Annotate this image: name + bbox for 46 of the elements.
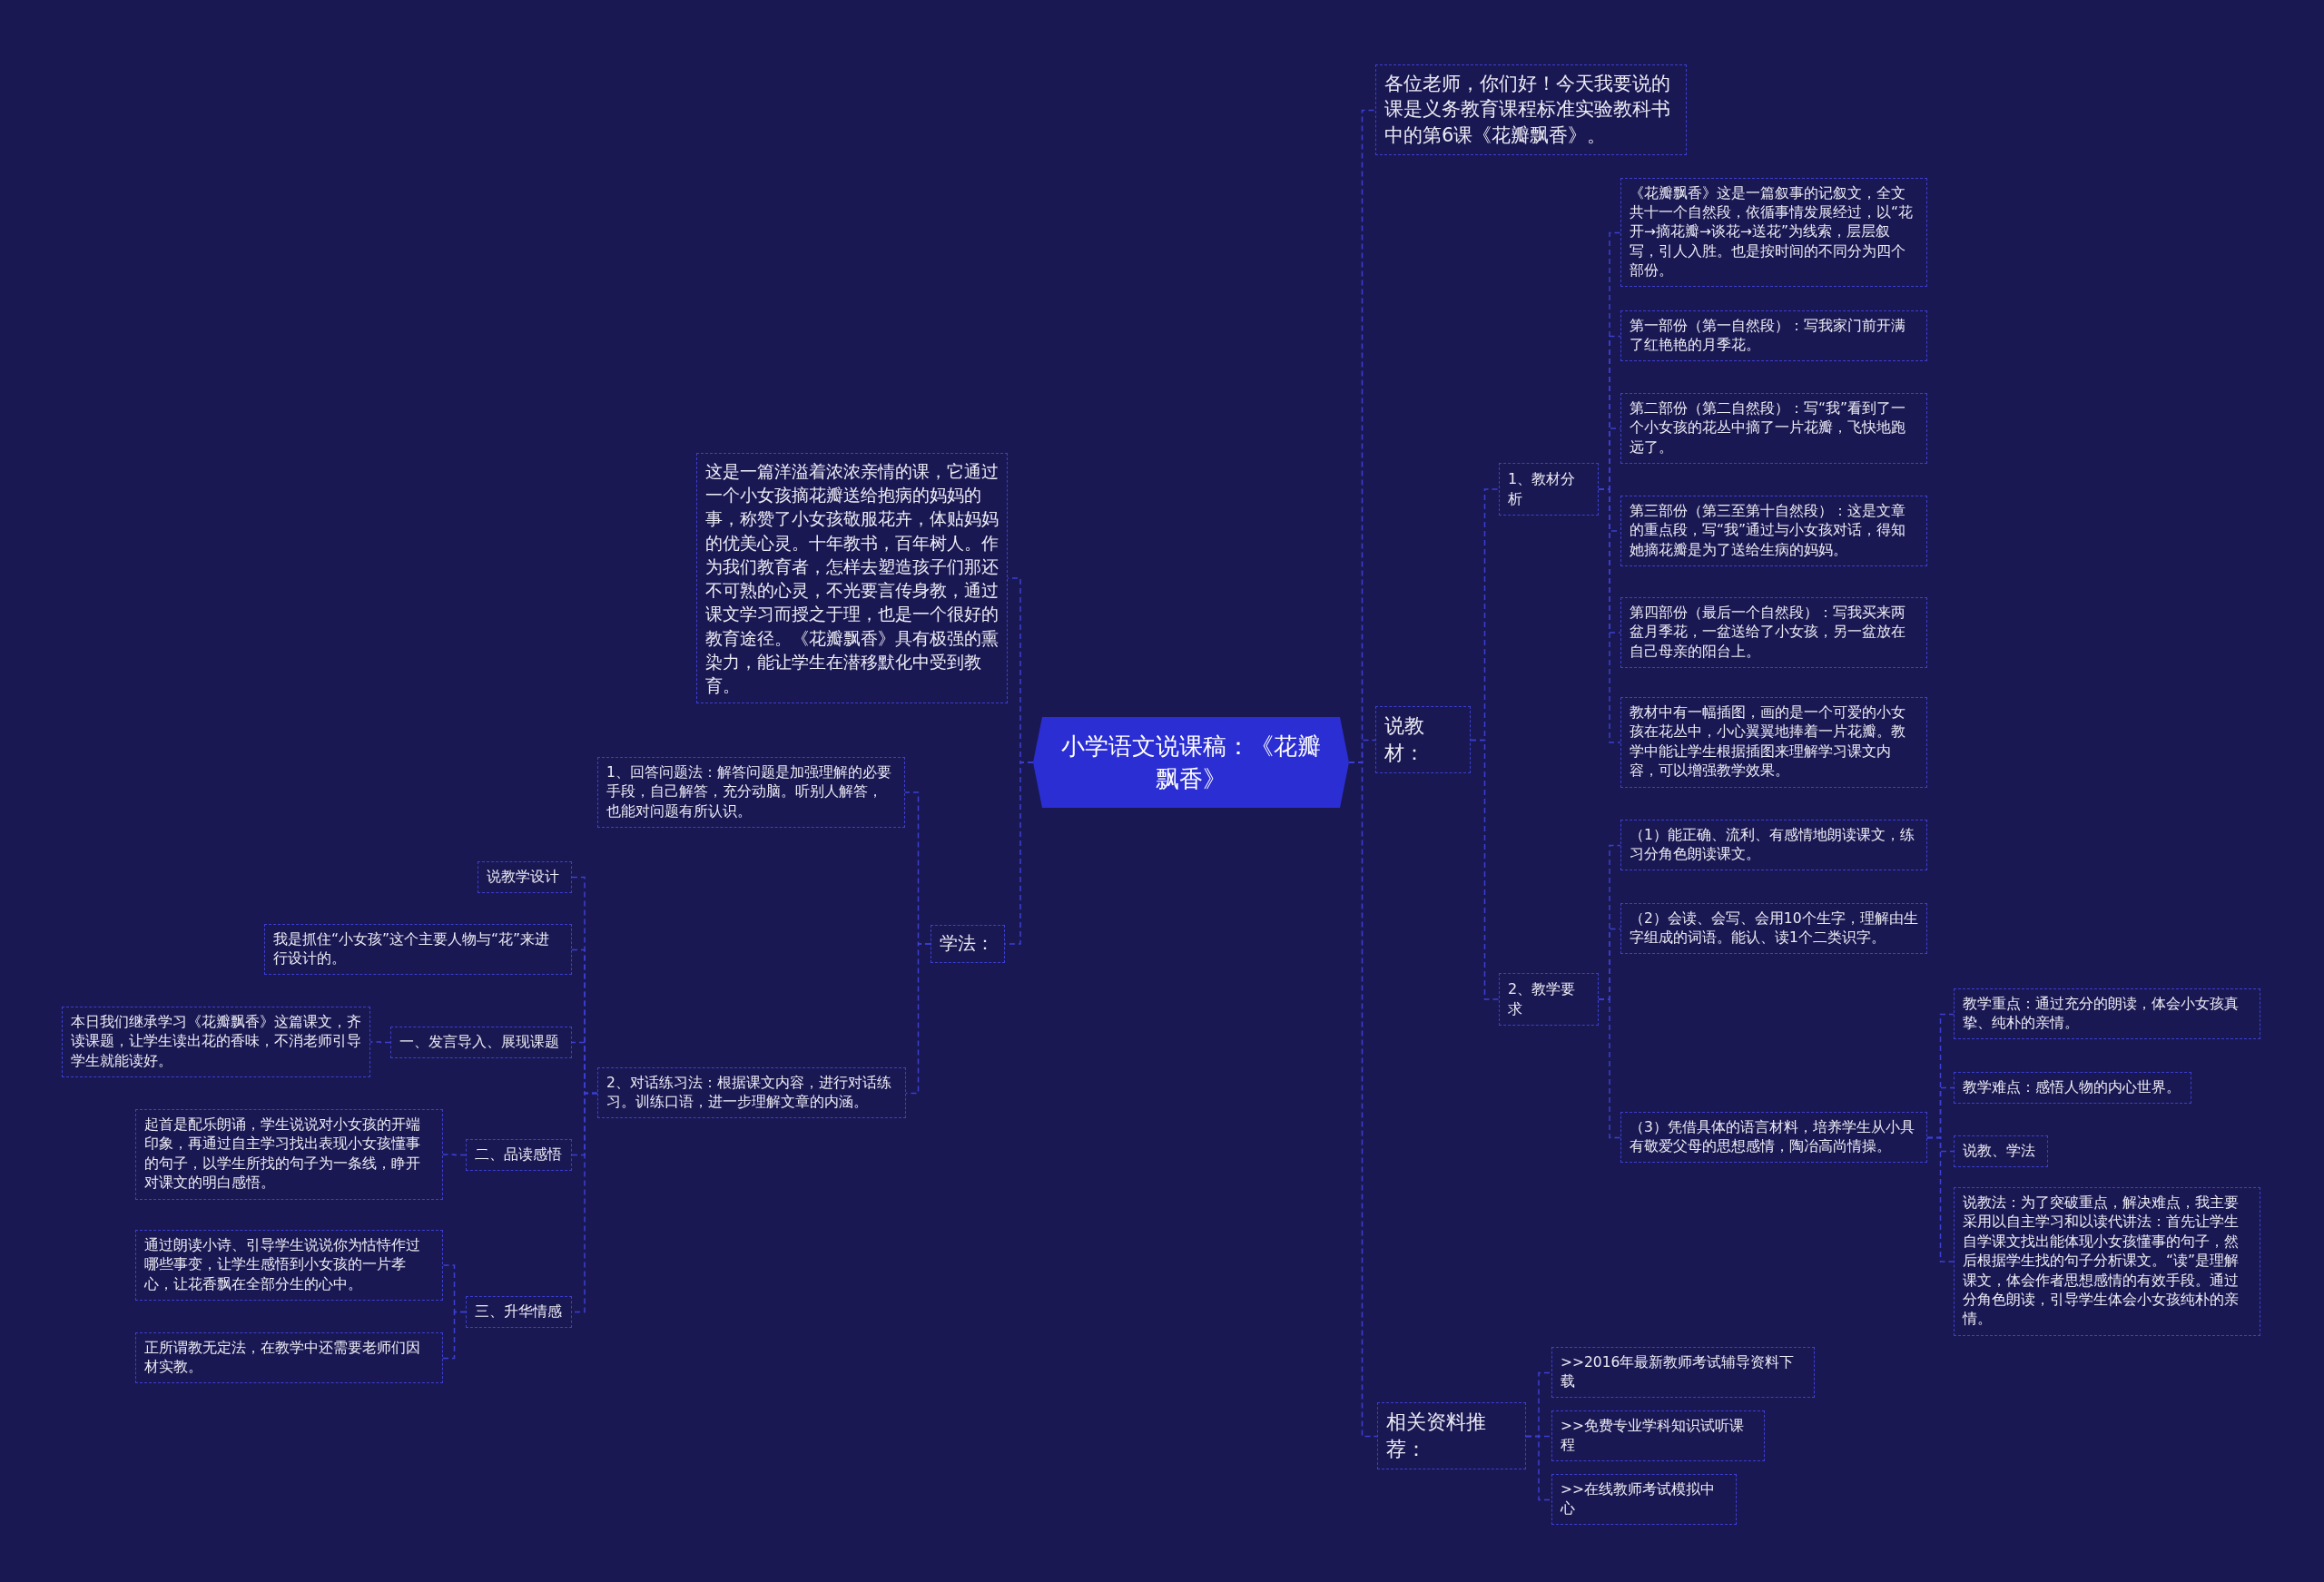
- connector-line: [905, 943, 931, 1095]
- topic-box: 2、对话练习法：根据课文内容，进行对话练习。训练口语，进一步理解文章的内涵。: [597, 1066, 906, 1119]
- connector-line: [442, 1154, 467, 1156]
- connector-line: [1525, 1435, 1552, 1501]
- topic-box: 我是抓住“小女孩”这个主要人物与“花”来进行设计的。: [264, 923, 572, 976]
- topic-box: 通过朗读小诗、引导学生说说你为怙恃作过哪些事变，让学生感悟到小女孩的一片孝心，让花香飘在全部分生的心中。: [135, 1230, 443, 1302]
- connector-line: [1004, 762, 1034, 945]
- topic-box: 三、升华情感: [466, 1295, 572, 1328]
- topic-box: 说教、学法: [1954, 1135, 2048, 1167]
- connector-line: [442, 1311, 467, 1360]
- topic-box: （1）能正确、流利、有感情地朗读课文，练习分角色朗读课文。: [1620, 819, 1927, 871]
- central-topic: 小学语文说课稿：《花瓣飘香》: [1033, 717, 1349, 808]
- topic-box: >>2016年最新教师考试辅导资料下载: [1551, 1346, 1815, 1399]
- topic-box: 2、教学要求: [1499, 973, 1599, 1027]
- topic-box: （3）凭借具体的语言材料，培养学生从小具有敬爱父母的思想感情，陶冶高尚情操。: [1620, 1111, 1927, 1164]
- topic-box: 教学难点：感悟人物的内心世界。: [1954, 1071, 2191, 1104]
- topic-box: 正所谓教无定法，在教学中还需要老师们因材实教。: [135, 1331, 443, 1384]
- connector-line: [369, 1041, 391, 1044]
- topic-box: 第一部份（第一自然段）：写我家门前开满了红艳艳的月季花。: [1620, 310, 1927, 362]
- topic-box: 《花瓣飘香》这是一篇叙事的记叙文，全文共十一个自然段，依循事情发展经过，以“花开→摘花瓣→谈花→送花”为线索，层层叙写，引人入胜。也是按时间的不同分为四个部份。: [1620, 177, 1927, 288]
- topic-box: 起首是配乐朗诵，学生说说对小女孩的开端印象，再通过自主学习找出表现小女孩懂事的句子，以学生所找的句子为一条线，睁开对课文的明白感悟。: [135, 1109, 443, 1200]
- topic-box: 说教学设计: [478, 860, 572, 893]
- topic-box: 相关资料推荐：: [1377, 1401, 1526, 1470]
- topic-box: 第二部份（第二自然段）：写“我”看到了一个小女孩的花丛中摘了一片花瓣，飞快地跑远了。: [1620, 393, 1927, 465]
- topic-box: 说教材：: [1375, 705, 1471, 774]
- connector-line: [1470, 739, 1500, 1000]
- topic-box: 1、回答问题法：解答问题是加强理解的必要手段，自己解答，充分动脑。听别人解答，也能对问题有所认识。: [597, 757, 905, 829]
- topic-box: 学法：: [931, 925, 1005, 963]
- topic-box: 第四部份（最后一个自然段）：写我买来两盆月季花，一盆送给了小女孩，另一盆放在自己母亲的阳台上。: [1620, 597, 1927, 669]
- topic-box: 第三部份（第三至第十自然段）：这是文章的重点段，写“我”通过与小女孩对话，得知她摘花瓣是为了送给生病的妈妈。: [1620, 496, 1927, 567]
- connector-line: [1598, 998, 1621, 1139]
- topic-box: 这是一篇洋溢着浓浓亲情的课，它通过一个小女孩摘花瓣送给抱病的妈妈的事，称赞了小女孩敬服花卉，体贴妈妈的优美心灵。十年教书，百年树人。作为我们教育者，怎样去塑造孩子们那还不可熟的心灵，不光要言传身教，通过课文学习而授之于理，也是一个很好的教育途径。《花瓣飘香》具有极强的熏染力，能让学生在潜移默化中受到教育。: [696, 453, 1008, 704]
- topic-box: 说教法：为了突破重点，解决难点，我主要采用以自主学习和以读代讲法：首先让学生自学课文找出能体现小女孩懂事的句子，然后根据学生找的句子分析课文。“读”是理解课文，体会作者思想感情的有效手段。通过分角色朗读，引导学生体会小女孩纯朴的亲情。: [1954, 1187, 2260, 1336]
- topic-box: 二、品读感悟: [466, 1138, 572, 1171]
- topic-box: （2）会读、会写、会用10个生字，理解由生字组成的词语。能认、读1个二类识字。: [1620, 902, 1927, 955]
- topic-box: 本日我们继承学习《花瓣飘香》这篇课文，齐读课题，让学生读出花的香味，不消老师引导学生就能读好。: [62, 1007, 370, 1078]
- topic-box: 一、发言导入、展现课题: [390, 1026, 572, 1058]
- connector-line: [1598, 488, 1621, 743]
- topic-box: 教材中有一幅插图，画的是一个可爱的小女孩在花丛中，小心翼翼地捧着一片花瓣。教学中能让学生根据插图来理解学习课文内容，可以增强教学效果。: [1620, 697, 1927, 788]
- topic-box: 各位老师，你们好！今天我要说的课是义务教育课程标准实验教科书中的第6课《花瓣飘香》。: [1375, 64, 1687, 156]
- connector-line: [1348, 762, 1378, 1438]
- topic-box: 1、教材分析: [1499, 463, 1599, 516]
- topic-box: >>免费专业学科知识试听课程: [1551, 1410, 1765, 1462]
- topic-box: 教学重点：通过充分的朗读，体会小女孩真挚、纯朴的亲情。: [1954, 988, 2260, 1040]
- topic-box: >>在线教师考试模拟中心: [1551, 1473, 1737, 1526]
- connector-line: [1926, 1136, 1955, 1263]
